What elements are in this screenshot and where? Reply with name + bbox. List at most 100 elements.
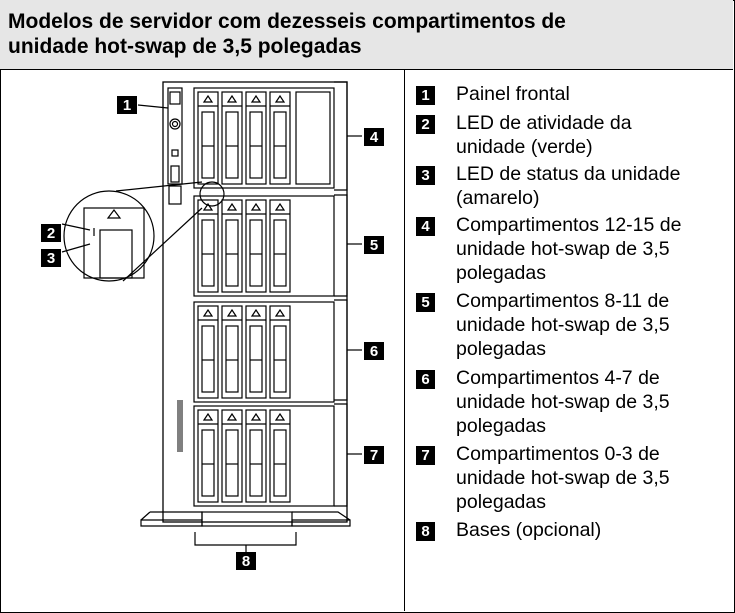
drive-bay-handle [273, 111, 287, 179]
drive-bay-tab [274, 412, 286, 421]
drive-cage [193, 405, 335, 507]
led-magnifier [61, 181, 225, 282]
bay-filler [295, 91, 331, 185]
drive-bay [245, 409, 267, 503]
feet [140, 511, 351, 527]
drive-bay-tab [226, 94, 238, 103]
figure-title: Modelos de servidor com dezesseis compar… [0, 0, 733, 70]
legend-text-line: polegadas [456, 491, 546, 513]
callout-badge [117, 96, 137, 114]
legend-badge: 7 [416, 446, 435, 465]
drive-bay-tab [202, 94, 214, 103]
drive-bay-tab [250, 202, 262, 211]
legend-text-line: unidade hot-swap de 3,5 [456, 238, 670, 260]
legend-text-line: Compartimentos 4-7 de [456, 367, 660, 389]
legend-text-line: Compartimentos 8-11 de [456, 290, 670, 312]
drive-cage [193, 87, 335, 189]
legend-text-line: LED de status da unidade [456, 163, 681, 185]
drive-bay-tab [202, 202, 214, 211]
drive-bay [197, 305, 219, 399]
drive-bay-tab [274, 94, 286, 103]
callout-badge [364, 236, 384, 254]
drive-bay [269, 199, 291, 293]
drive-bay [269, 91, 291, 185]
legend-badge: 3 [416, 166, 435, 185]
drive-bay [221, 199, 243, 293]
callout-badge [41, 224, 61, 242]
drive-bay-tab [202, 412, 214, 421]
legend-text-line: LED de atividade da [456, 112, 632, 134]
callout-label: 4 [370, 129, 379, 146]
drive-bay-handle [249, 111, 263, 179]
legend-badge: 6 [416, 370, 435, 389]
drive-bay [245, 305, 267, 399]
drive-bay [221, 305, 243, 399]
callout-label: 5 [370, 237, 378, 254]
drive-bay-tab [274, 202, 286, 211]
drive-bay-tab [226, 308, 238, 317]
drive-cage [193, 195, 335, 297]
legend-badge: 8 [416, 522, 435, 541]
callout-label: 8 [242, 553, 250, 570]
drive-bay [197, 409, 219, 503]
drive-bay [197, 91, 219, 185]
drive-bay-handle [201, 111, 215, 179]
drive-bay-handle [273, 325, 287, 393]
legend-text-line: polegadas [456, 415, 546, 437]
callout-label: 1 [123, 97, 131, 114]
drive-bay-handle [273, 219, 287, 287]
drive-bay [221, 91, 243, 185]
legend-badge: 5 [416, 293, 435, 312]
drive-bay [269, 409, 291, 503]
legend-badge: 2 [416, 115, 435, 134]
title-line-2: unidade hot-swap de 3,5 polegadas [8, 35, 362, 58]
drive-bay-tab [250, 94, 262, 103]
bay-brackets [194, 81, 362, 552]
title-line-1: Modelos de servidor com dezesseis compar… [8, 10, 566, 33]
legend-text-line: polegadas [456, 338, 546, 360]
legend-badge: 4 [416, 217, 435, 236]
legend-text-line: unidade hot-swap de 3,5 [456, 314, 670, 336]
drive-cage [193, 301, 335, 403]
drive-bay [245, 199, 267, 293]
drive-bay [269, 305, 291, 399]
drive-bay [197, 199, 219, 293]
vent-grille [177, 400, 183, 452]
callout-label: 3 [47, 250, 55, 267]
drive-bay-handle [249, 429, 263, 497]
drive-bay-tab [274, 308, 286, 317]
drive-bay-tab [226, 202, 238, 211]
drive-bay-handle [225, 325, 239, 393]
drive-bay-handle [201, 429, 215, 497]
callout-badge [364, 446, 384, 464]
drive-bay-handle [249, 325, 263, 393]
drive-bay-handle [201, 325, 215, 393]
drive-bay-handle [225, 429, 239, 497]
legend-text-line: Compartimentos 12-15 de [456, 214, 682, 236]
drive-bay [221, 409, 243, 503]
callout-label: 7 [370, 447, 378, 464]
column-divider [404, 70, 405, 611]
legend-text-line: Bases (opcional) [456, 519, 602, 541]
legend-text-line: Compartimentos 0-3 de [456, 443, 660, 465]
callout-label: 6 [370, 343, 378, 360]
front-panel [167, 87, 183, 205]
legend-text-line: Painel frontal [456, 83, 570, 105]
drive-bay-tab [226, 412, 238, 421]
legend-text-line: unidade hot-swap de 3,5 [456, 391, 670, 413]
drive-bay-handle [249, 219, 263, 287]
drive-bay-handle [225, 111, 239, 179]
drive-bay [245, 91, 267, 185]
callout-badge [236, 552, 256, 570]
legend-text-line: unidade hot-swap de 3,5 [456, 467, 670, 489]
callout-badge [364, 342, 384, 360]
legend-badge: 1 [416, 86, 435, 105]
legend-text-line: (amarelo) [456, 187, 540, 209]
legend-text-line: polegadas [456, 262, 546, 284]
drive-bay-tab [250, 308, 262, 317]
legend-text-line: unidade (verde) [456, 136, 593, 158]
drive-bay-tab [202, 308, 214, 317]
drive-bay-tab [250, 412, 262, 421]
drive-bay-handle [273, 429, 287, 497]
